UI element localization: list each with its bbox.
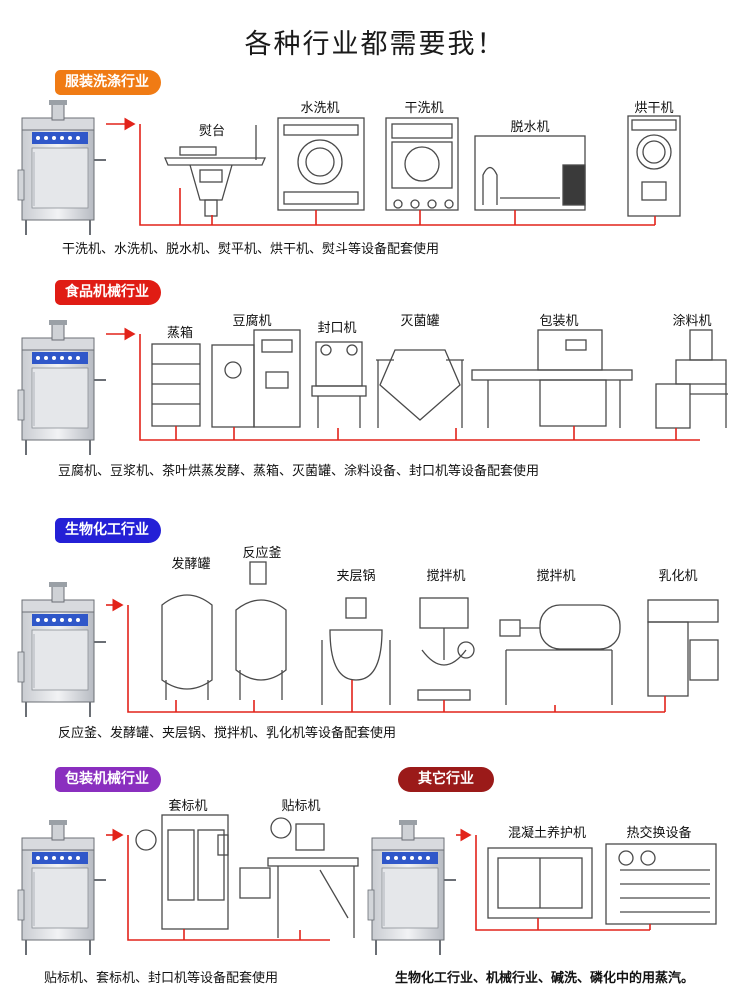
labeler-drawing <box>239 817 359 938</box>
mixer-2-drawing <box>499 604 621 705</box>
mixer-1-drawing <box>417 597 475 701</box>
steam-generator-4 <box>17 819 107 956</box>
dehydrator-drawing <box>474 135 586 211</box>
dry-cleaning-machine-drawing <box>385 117 459 211</box>
machine-label-dryer: 烘干机 <box>634 101 674 116</box>
section-caption-packaging-machinery: 贴标机、套标机、封口机等设备配套使用 <box>44 971 279 986</box>
sealing-machine-drawing <box>311 341 367 428</box>
machine-label-washing-machine: 水洗机 <box>300 101 340 116</box>
section-caption-biochemical: 反应釜、发酵罐、夹层锅、搅拌机、乳化机等设备配套使用 <box>58 726 397 741</box>
emulsifier-drawing <box>647 599 719 697</box>
section-tag-other-industries: 其它行业 <box>398 767 494 792</box>
machine-label-fermenter: 发酵罐 <box>171 557 211 572</box>
ironing-table-drawing <box>164 125 266 217</box>
machine-label-heat-exchanger: 热交换设备 <box>626 826 692 841</box>
steam-generator-3 <box>17 581 107 718</box>
fermenter-drawing <box>161 594 213 700</box>
machine-label-dehydrator: 脱水机 <box>510 120 550 135</box>
section-tag-biochemical: 生物化工行业 <box>55 518 161 543</box>
machine-label-mixer-1: 搅拌机 <box>426 569 466 584</box>
washing-machine-drawing <box>277 117 365 211</box>
machine-label-coating-machine: 涂料机 <box>672 314 712 329</box>
heat-exchanger-drawing <box>605 843 717 925</box>
machine-label-emulsifier: 乳化机 <box>658 569 698 584</box>
steam-box-drawing <box>151 343 201 427</box>
machine-label-steam-box: 蒸箱 <box>166 326 194 341</box>
coating-machine-drawing <box>655 329 728 429</box>
steam-pipe-section-2 <box>106 327 700 441</box>
sleeve-labeler-drawing <box>135 814 229 930</box>
steam-generator-1 <box>17 99 107 236</box>
machine-label-sleeve-labeler: 套标机 <box>168 799 208 814</box>
steam-generator-2 <box>17 319 107 456</box>
section-tag-garment-washing: 服装洗涤行业 <box>55 70 161 95</box>
section-caption-garment-washing: 干洗机、水洗机、脱水机、熨平机、烘干机、熨斗等设备配套使用 <box>62 242 440 257</box>
machine-label-labeler: 贴标机 <box>281 799 321 814</box>
reactor-drawing <box>235 561 287 700</box>
machine-label-concrete-curing-machine: 混凝土养护机 <box>507 826 587 841</box>
machine-label-reactor: 反应釜 <box>242 546 282 561</box>
machine-label-jacketed-kettle: 夹层锅 <box>336 569 376 584</box>
concrete-curing-machine-drawing <box>487 847 593 919</box>
tofu-machine-drawing <box>211 329 301 428</box>
jacketed-kettle-drawing <box>321 597 391 705</box>
steam-pipe-section-1 <box>106 117 656 226</box>
page-title: 各种行业都需要我！ <box>244 29 506 60</box>
packaging-machine-drawing <box>471 329 633 428</box>
machine-label-mixer-2: 搅拌机 <box>536 569 576 584</box>
machine-label-sealing-machine: 封口机 <box>317 321 357 336</box>
machine-label-tofu-machine: 豆腐机 <box>232 314 272 329</box>
section-tag-food-machinery: 食品机械行业 <box>55 280 161 305</box>
machine-label-ironing-table: 熨台 <box>198 124 226 139</box>
machine-label-dry-cleaning-machine: 干洗机 <box>404 101 444 116</box>
steam-pipe-section-4 <box>106 828 330 941</box>
section-caption-other-industries: 生物化工行业、机械行业、碱洗、磷化中的用蒸汽。 <box>395 971 695 986</box>
section-caption-food-machinery: 豆腐机、豆浆机、茶叶烘蒸发酵、蒸箱、灭菌罐、涂料设备、封口机等设备配套使用 <box>58 464 540 479</box>
machine-label-sterilizing-tank: 灭菌罐 <box>400 314 440 329</box>
steam-pipe-section-3 <box>106 598 666 713</box>
steam-generator-5 <box>367 819 457 956</box>
steam-pipe-section-5 <box>456 828 651 931</box>
section-tag-packaging-machinery: 包装机械行业 <box>55 767 161 792</box>
sterilizing-tank-drawing <box>376 349 464 428</box>
machine-label-packaging-machine: 包装机 <box>539 314 579 329</box>
dryer-drawing <box>627 115 681 217</box>
